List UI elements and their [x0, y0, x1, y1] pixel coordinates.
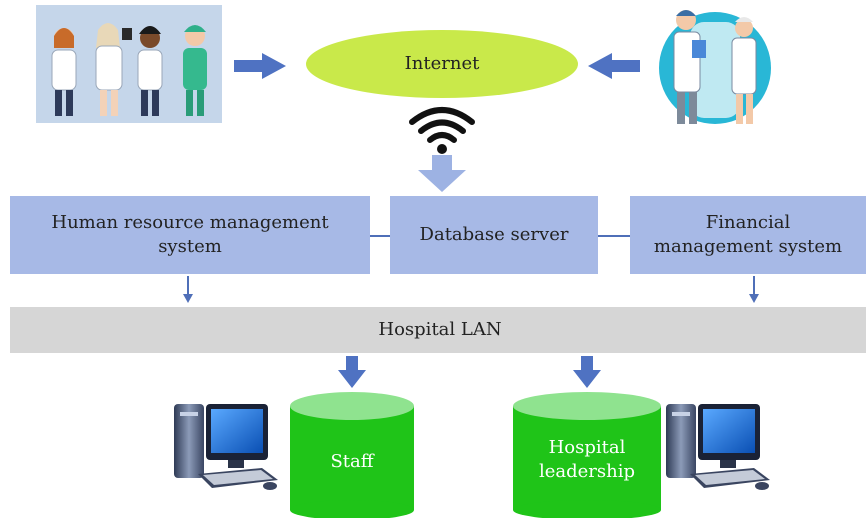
leadership-label: Hospital leadership — [538, 437, 636, 482]
arrow-down-to-database-server — [418, 155, 466, 192]
hospital-lan-bar — [10, 307, 866, 353]
database-server-box — [390, 196, 598, 274]
database-server-label: Database server — [419, 224, 569, 245]
arrow-lan-to-leadership — [573, 356, 601, 388]
financial-system-label: Financial management system — [653, 212, 843, 257]
hr-system-box — [10, 196, 370, 274]
arrow-lan-to-staff — [338, 356, 366, 388]
leadership-database-cylinder — [513, 392, 661, 518]
desktop-computer-icon — [666, 404, 770, 490]
staff-database-cylinder — [290, 392, 414, 518]
internet-ellipse — [306, 30, 578, 98]
doctor-nurse-illustration — [659, 10, 771, 124]
arrow-left-to-internet — [234, 53, 286, 79]
financial-system-box — [630, 196, 866, 274]
arrow-right-to-internet — [588, 53, 640, 79]
hr-system-label: Human resource management system — [51, 212, 329, 257]
arrow-financial-to-lan — [749, 276, 759, 303]
hospital-lan-label: Hospital LAN — [378, 319, 502, 340]
wifi-icon — [409, 107, 475, 154]
desktop-computer-icon — [174, 404, 278, 490]
internet-label: Internet — [404, 53, 480, 74]
arrow-hr-to-lan — [183, 276, 193, 303]
medical-team-illustration — [36, 5, 222, 123]
staff-label: Staff — [330, 451, 374, 472]
